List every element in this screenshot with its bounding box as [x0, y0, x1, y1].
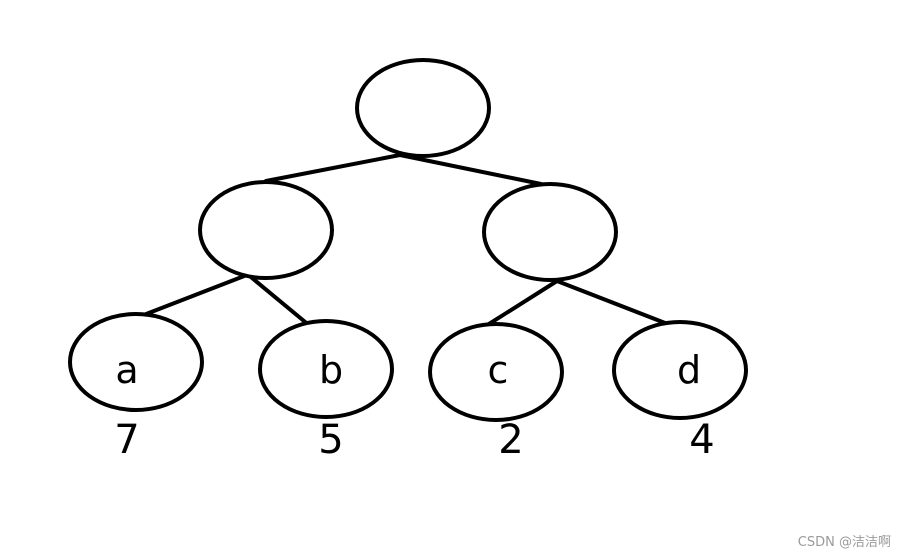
edge-left-b: [244, 271, 312, 328]
node-leaf-b: [258, 319, 394, 419]
tree-edges: [139, 153, 680, 331]
tree-nodes: [68, 58, 748, 422]
tree-labels: a b c d 7 5 2 4: [114, 348, 714, 463]
leaf-d-weight: 4: [689, 417, 714, 463]
leaf-b-label: b: [319, 348, 343, 392]
leaf-a-label: a: [115, 348, 138, 392]
node-left: [198, 180, 334, 280]
leaf-d-label: d: [677, 348, 701, 392]
leaf-c-label: c: [488, 348, 509, 392]
edge-root-left: [264, 153, 402, 183]
node-leaf-a: [68, 312, 204, 412]
node-root: [355, 58, 491, 158]
edge-left-a: [139, 271, 254, 318]
node-leaf-c: [428, 322, 564, 422]
leaf-a-weight: 7: [114, 417, 139, 463]
edge-root-right: [398, 153, 543, 186]
node-leaf-d: [612, 320, 748, 420]
csdn-watermark: CSDN @洁洁啊: [797, 535, 891, 550]
edge-right-c: [479, 279, 559, 331]
leaf-c-weight: 2: [498, 417, 523, 463]
leaf-b-weight: 5: [318, 417, 343, 463]
node-right: [482, 182, 618, 282]
edge-right-d: [555, 279, 680, 330]
